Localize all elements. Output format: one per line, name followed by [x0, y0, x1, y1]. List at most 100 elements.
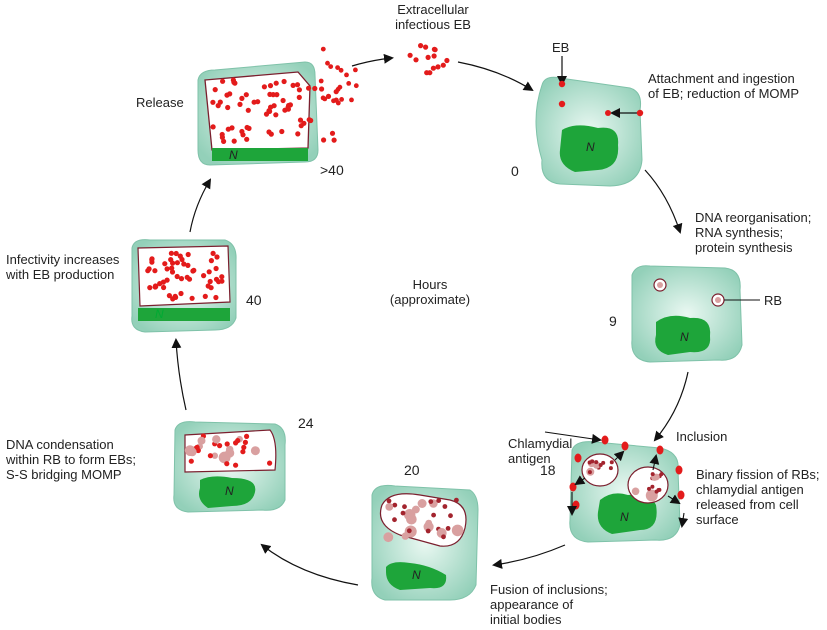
eb-particle	[166, 293, 172, 299]
nucleus-label: N	[155, 307, 164, 321]
eb-particle	[281, 78, 287, 85]
eb-particle	[220, 78, 226, 84]
eb-particle	[244, 124, 250, 131]
eb-particle	[207, 453, 213, 459]
rb-particle	[423, 521, 434, 532]
eb-particle	[279, 128, 285, 135]
eb-particle	[290, 82, 296, 88]
eb-particle	[152, 268, 158, 274]
cell-t40	[131, 239, 237, 333]
eb-particle	[230, 77, 236, 83]
eb-particle	[149, 256, 155, 262]
label-fusion: Fusion of inclusions; appearance of init…	[490, 582, 608, 627]
eb-particle	[280, 97, 286, 104]
eb-particle	[647, 486, 651, 491]
eb-particle	[241, 444, 247, 450]
eb-particle	[217, 99, 223, 105]
nucleus-label: N	[412, 568, 421, 582]
eb-particle	[339, 97, 344, 102]
rb-particle	[383, 532, 394, 543]
label-dna-reorganisation: DNA reorganisation; RNA synthesis; prote…	[695, 210, 812, 255]
eb-particle	[164, 266, 170, 272]
eb-particle	[261, 84, 267, 90]
eb-particle	[219, 274, 225, 280]
eb-particle	[445, 526, 451, 531]
eb-particle	[349, 97, 354, 103]
eb-particle	[608, 466, 613, 471]
rb-particle	[631, 487, 640, 496]
cell-t9	[631, 265, 760, 363]
eb-particle	[274, 92, 280, 98]
eb-particle	[185, 262, 191, 268]
label-release: Release	[136, 95, 184, 110]
eb-particle	[431, 53, 437, 59]
eb-particle	[273, 112, 279, 118]
eb-particle	[210, 99, 216, 105]
eb-particle	[406, 528, 412, 534]
eb-particle	[338, 67, 344, 73]
eb-particle	[436, 498, 442, 503]
eb-particle	[321, 137, 327, 143]
arrow-t24-to-t40	[171, 338, 187, 411]
surface-antigen	[569, 482, 577, 492]
eb-particle	[306, 117, 312, 123]
eb-particle	[224, 461, 230, 467]
eb-particle	[213, 294, 219, 301]
stage-9: 9	[609, 313, 617, 329]
eb-particle	[237, 101, 243, 107]
eb-particle	[353, 83, 359, 89]
nucleus	[138, 308, 230, 321]
eb-particle	[174, 260, 180, 266]
rb-particle	[417, 499, 427, 508]
eb-particle	[392, 517, 397, 523]
label-binary-fission: Binary fission of RBs; chlamydial antige…	[696, 467, 820, 527]
eb-particle	[331, 137, 337, 143]
label-inclusion: Inclusion	[676, 429, 728, 444]
eb-particle	[418, 43, 424, 49]
eb-particle	[331, 98, 336, 104]
eb-particle	[268, 131, 274, 137]
eb-particle	[297, 117, 304, 123]
eb-particle	[337, 84, 343, 90]
eb-particle	[325, 60, 330, 66]
eb-particle	[207, 278, 213, 285]
eb-particle	[224, 441, 230, 447]
eb-particle	[168, 257, 174, 263]
eb-particle	[448, 513, 453, 519]
nucleus-label: N	[620, 510, 629, 524]
eb-particle	[244, 136, 250, 142]
eb-particle	[170, 296, 176, 302]
eb-particle	[296, 94, 302, 100]
eb-particle	[251, 99, 257, 105]
cell-release	[197, 46, 359, 166]
label-chlamydial-antigen: Chlamydial antigen	[508, 436, 573, 466]
eb-particle	[208, 258, 214, 264]
eb-particle	[306, 85, 312, 91]
eb-particle	[431, 512, 436, 518]
label-extracellular-eb: Extracellular infectious EB	[395, 2, 471, 32]
eb-particle	[353, 67, 358, 73]
eb-particle	[240, 449, 246, 455]
eb-particle	[587, 470, 592, 475]
eb-particle	[221, 138, 227, 144]
rb-particle	[451, 524, 464, 537]
nucleus-label: N	[680, 330, 689, 344]
label-infectivity: Infectivity increases with EB production	[6, 252, 120, 282]
arrow-t40-to-release	[189, 178, 212, 233]
eb-particle	[654, 489, 659, 494]
eb-particle	[242, 439, 248, 445]
eb-particle	[174, 273, 180, 280]
eb-particle	[164, 277, 170, 283]
eb-particle	[346, 81, 352, 86]
eb-particle	[217, 443, 223, 449]
surface-antigen	[656, 445, 664, 455]
surface-antigen	[574, 453, 582, 463]
eb-particle	[402, 504, 407, 510]
surface-antigen	[601, 435, 609, 445]
eb-particle	[454, 497, 459, 503]
cell-t24	[173, 421, 286, 513]
cell-t20	[371, 484, 479, 601]
eb-particle	[214, 254, 220, 260]
eb-particle	[169, 269, 176, 275]
eb-particle	[392, 502, 398, 508]
